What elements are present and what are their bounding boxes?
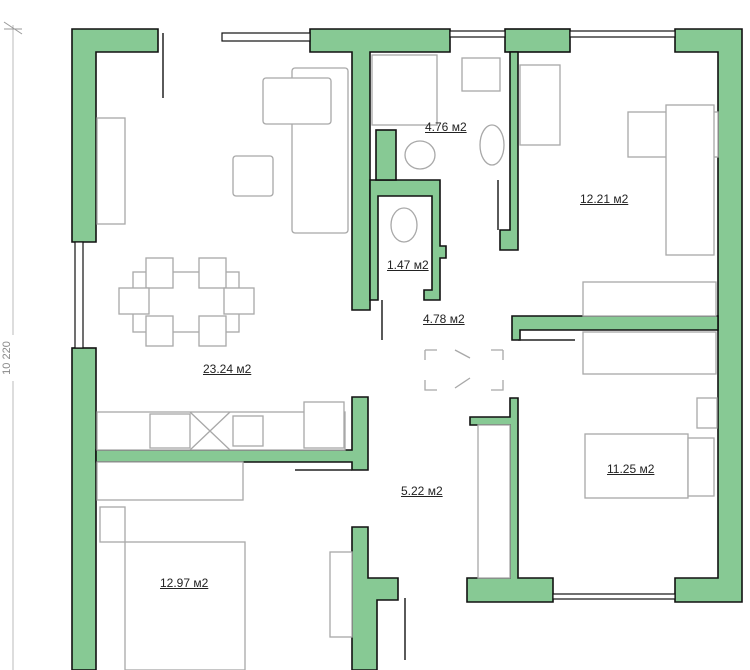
dimension-label: 10 220 bbox=[0, 335, 14, 381]
doors bbox=[162, 33, 575, 660]
room-area-toilet: 1.47 м2 bbox=[387, 258, 429, 272]
room-area-hall: 4.78 м2 bbox=[423, 312, 465, 326]
room-area-bedroom-bottom-left: 12.97 м2 bbox=[160, 576, 209, 590]
furniture bbox=[96, 54, 719, 670]
room-area-living-kitchen: 23.24 м2 bbox=[203, 362, 252, 376]
room-area-bedroom-top-right: 12.21 м2 bbox=[580, 192, 629, 206]
room-area-corridor: 5.22 м2 bbox=[401, 484, 443, 498]
walls bbox=[71, 28, 743, 670]
room-area-bedroom-bottom-right: 11.25 м2 bbox=[607, 462, 655, 476]
windows bbox=[74, 30, 676, 600]
room-area-bathroom: 4.76 м2 bbox=[425, 120, 467, 134]
